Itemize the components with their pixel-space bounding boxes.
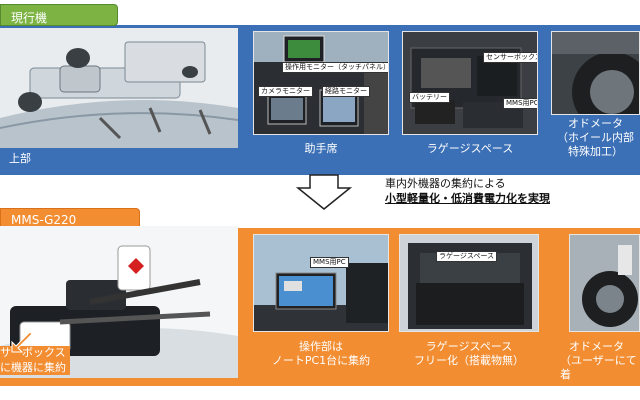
new-odometer-photo (569, 234, 640, 332)
summary-line-2: 小型軽量化・低消費電力化を実現 (385, 192, 550, 205)
caption-roof: 上部 (9, 152, 31, 165)
new-caption-sensor-2: に機器に集約 (0, 361, 70, 375)
new-luggage-photo: ラゲージスペース (399, 234, 539, 332)
caption-luggage: ラゲージスペース (426, 142, 514, 155)
label-luggage-new: ラゲージスペース (436, 251, 498, 262)
caption-odometer-2: （ホイール内部 (557, 131, 634, 144)
new-caption-luggage-1: ラゲージスペース (425, 340, 513, 353)
label-sensor-box: センサーボックス (483, 52, 537, 63)
new-caption-luggage-2: フリー化（搭載物無） (414, 354, 524, 367)
caption-odometer-3: 特殊加工） (568, 145, 623, 158)
current-odometer-photo (551, 31, 640, 115)
new-operation-photo: MMS用PC (253, 234, 389, 332)
new-caption-odometer-2: （ユーザーにて着 (560, 354, 637, 381)
caption-odometer-1: オドメータ (568, 117, 623, 130)
new-caption-operation-2: ノートPC1台に集約 (271, 354, 371, 367)
summary-line-1: 車内外機器の集約による (385, 177, 506, 190)
label-mms-pc-new: MMS用PC (310, 257, 349, 268)
current-model-tag: 現行機 (0, 4, 118, 26)
current-passenger-photo: 操作用モニター（タッチパネル） カメラモニター 経路モニター (253, 31, 389, 135)
label-mms-pc: MMS用PC (503, 98, 537, 109)
label-operation-monitor: 操作用モニター（タッチパネル） (282, 62, 388, 73)
new-caption-odometer-1: オドメータ (569, 340, 624, 353)
current-luggage-photo: センサーボックス バッテリー MMS用PC (402, 31, 538, 135)
caption-passenger: 助手席 (304, 142, 338, 155)
down-arrow-icon (296, 174, 352, 210)
label-route-monitor: 経路モニター (322, 86, 370, 97)
current-roof-photo (0, 28, 238, 148)
summary-text: 車内外機器の集約による 小型軽量化・低消費電力化を実現 (385, 176, 550, 206)
new-caption-operation-1: 操作部は (299, 340, 343, 353)
label-battery: バッテリー (409, 92, 450, 103)
pointer-arrow-icon (11, 331, 33, 353)
label-camera-monitor: カメラモニター (258, 86, 313, 97)
